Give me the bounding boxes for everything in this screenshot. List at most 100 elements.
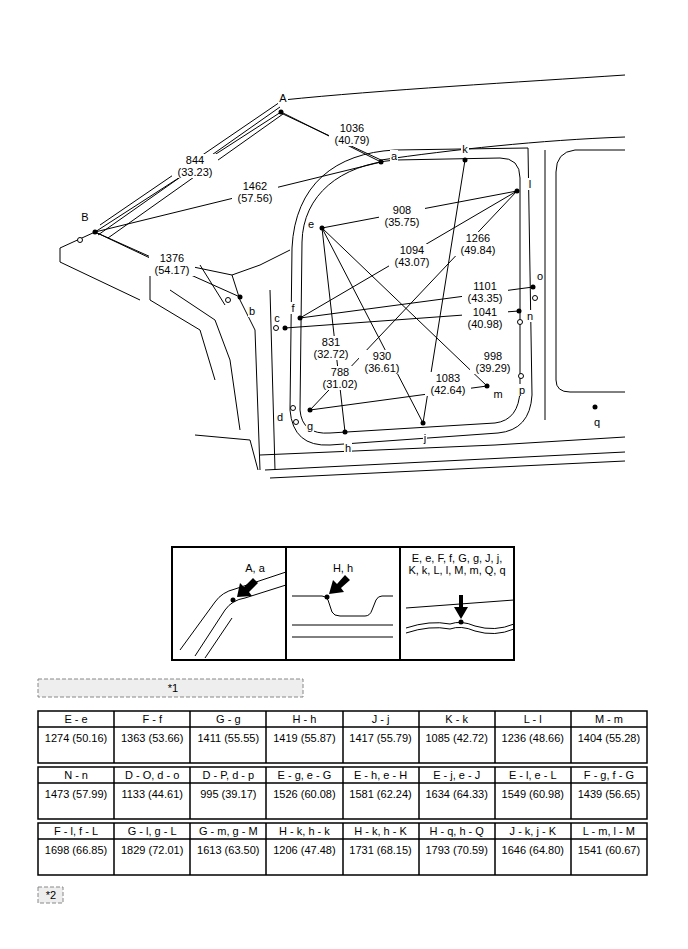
inset-divider	[286, 547, 400, 660]
table-grid	[38, 823, 647, 875]
measure-point	[320, 226, 325, 231]
dimension-line	[95, 112, 281, 232]
table-header: F - g, f - G	[584, 769, 634, 781]
dimension-value: 844 (33.23)	[172, 154, 218, 178]
hole	[78, 238, 83, 243]
measure-point	[325, 595, 330, 600]
hole	[294, 420, 299, 425]
table-value: 1417 (55.79)	[349, 732, 413, 744]
measure-point	[379, 160, 384, 165]
table-value: 1829 (72.01)	[120, 844, 184, 856]
rocker-sill	[260, 437, 625, 478]
point-letter: j	[423, 432, 427, 444]
table-value: 1411 (55.55)	[196, 732, 260, 744]
dimension-line	[95, 162, 381, 232]
measure-point	[531, 285, 536, 290]
pointer-arrow	[237, 578, 258, 597]
front-door-opening	[300, 158, 520, 433]
table-value: 1085 (42.72)	[425, 732, 489, 744]
hole	[533, 296, 538, 301]
point-letter: A	[278, 92, 287, 104]
table-value: 1646 (64.80)	[501, 844, 565, 856]
dimension-value: 1083 (42.64)	[425, 372, 471, 396]
table-header: D - P, d - p	[202, 769, 254, 781]
dimension-value: 908 (35.75)	[379, 204, 425, 228]
rear-door-opening	[556, 150, 625, 392]
point-letter: p	[518, 384, 526, 396]
point-letter: o	[536, 270, 544, 282]
note-mark: *1	[168, 682, 178, 694]
table-value: 1526 (60.08)	[272, 788, 336, 800]
point-letter: b	[248, 305, 256, 317]
table-header: G - l, g - L	[128, 825, 177, 837]
measure-point	[515, 189, 520, 194]
inset-pillar	[180, 572, 286, 658]
point-letter: a	[390, 150, 398, 162]
table-value: 1549 (60.98)	[501, 788, 565, 800]
inset-caption: A, a	[245, 562, 265, 574]
dimension-value: 930 (36.61)	[359, 350, 405, 374]
measure-point	[279, 110, 284, 115]
measure-point	[93, 230, 98, 235]
point-letter: e	[307, 218, 315, 230]
table-value: 1793 (70.59)	[425, 844, 489, 856]
table-value: 1698 (66.85)	[44, 844, 108, 856]
dimension-value: 1266 (49.84)	[455, 232, 501, 256]
dimension-value: 1101 (43.35)	[462, 280, 508, 304]
table-value: 1439 (56.65)	[577, 788, 641, 800]
table-header: M - m	[595, 713, 623, 725]
dimension-value: 831 (32.72)	[308, 336, 354, 360]
dimension-value: 998 (39.29)	[470, 350, 516, 374]
table-header: F - f	[142, 713, 162, 725]
point-letter: c	[273, 312, 281, 324]
inset-caption: E, e, F, f, G, g, J, j, K, k, L, l, M, m…	[407, 552, 507, 576]
dimension-value: 1041 (40.98)	[462, 306, 508, 330]
dimension-line	[281, 112, 381, 162]
point-letter: h	[344, 442, 352, 454]
table-header: D - O, d - o	[125, 769, 179, 781]
table-header: K - k	[445, 713, 468, 725]
table-header: H - k, h - k	[279, 825, 330, 837]
table-value: 995 (39.17)	[196, 788, 260, 800]
table-grid	[38, 767, 647, 819]
hole	[518, 320, 523, 325]
table-header: J - k, j - K	[510, 825, 556, 837]
dimension-line	[322, 228, 345, 432]
measure-point	[517, 309, 522, 314]
measure-point	[485, 384, 490, 389]
dimension-line	[95, 232, 240, 297]
inset-caption: H, h	[333, 562, 353, 574]
table-header: E - g, e - G	[278, 769, 332, 781]
cowl-line	[60, 232, 232, 275]
table-header: E - e	[64, 713, 87, 725]
table-value: 1613 (63.50)	[196, 844, 260, 856]
hinge-pillar	[232, 250, 290, 470]
table-value: 1473 (57.99)	[44, 788, 108, 800]
measure-point	[593, 405, 598, 410]
measure-point	[421, 421, 426, 426]
table-header: G - g	[216, 713, 240, 725]
dimension-value: 1462 (57.56)	[232, 180, 278, 204]
point-letter: n	[526, 310, 534, 322]
table-header: E - h, e - H	[354, 769, 407, 781]
measure-point	[343, 430, 348, 435]
dimension-value: 1036 (40.79)	[329, 122, 375, 146]
table-value: 1634 (64.33)	[425, 788, 489, 800]
b-pillar	[545, 150, 546, 420]
table-value: 1541 (60.67)	[577, 844, 641, 856]
point-letter: B	[80, 211, 89, 223]
table-header: L - l	[524, 713, 542, 725]
a-pillar	[98, 107, 280, 235]
table-value: 1206 (47.48)	[272, 844, 336, 856]
table-header: E - l, e - L	[509, 769, 557, 781]
hole	[274, 326, 279, 331]
pointer-arrow	[454, 595, 468, 619]
door-flange	[290, 148, 532, 445]
point-letter: k	[461, 143, 469, 155]
table-header: H - h	[293, 713, 317, 725]
table-header: E - j, e - J	[433, 769, 480, 781]
measure-point	[238, 295, 243, 300]
pointer-arrow	[329, 575, 350, 594]
table-value: 1363 (53.66)	[120, 732, 184, 744]
